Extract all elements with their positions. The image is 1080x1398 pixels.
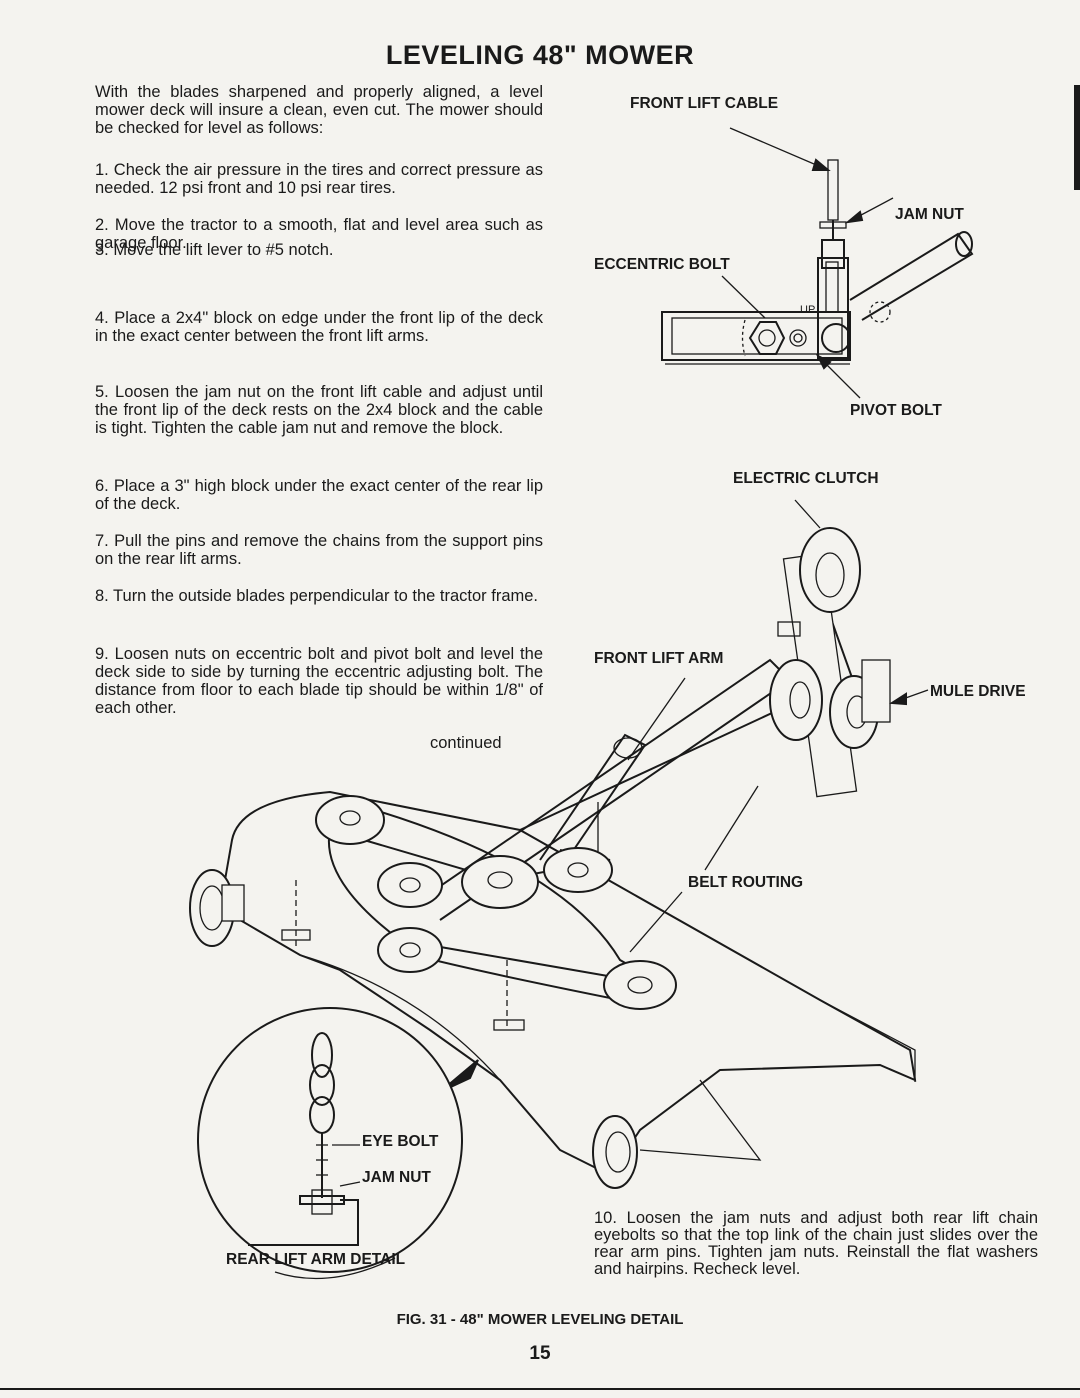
rear-lift-arm-detail-drawing — [197, 1007, 463, 1280]
step-8: 8. Turn the outside blades perpendicular… — [95, 587, 539, 605]
label-front-lift-arm: FRONT LIFT ARM — [594, 650, 724, 667]
step-3: 3. Move the lift lever to #5 notch. — [95, 241, 334, 259]
step-9: 9. Loosen nuts on eccentric bolt and piv… — [95, 645, 543, 717]
label-rear-lift-arm-detail: REAR LIFT ARM DETAIL — [226, 1251, 406, 1268]
step-2: 2. Move the tractor to a smooth, flat an… — [95, 216, 543, 252]
label-eccentric-bolt: ECCENTRIC BOLT — [594, 256, 730, 273]
page-title: LEVELING 48" MOWER — [385, 40, 695, 70]
label-front-lift-cable: FRONT LIFT CABLE — [630, 95, 779, 112]
front-lift-cable-detail — [661, 127, 974, 399]
continued-note: continued — [430, 734, 502, 752]
label-pivot-bolt: PIVOT BOLT — [850, 402, 942, 419]
page-edge-mark — [1074, 85, 1080, 190]
label-eye-bolt: EYE BOLT — [362, 1133, 439, 1150]
figure-caption: FIG. 31 - 48" MOWER LEVELING DETAIL — [396, 1311, 684, 1328]
step-6: 6. Place a 3" high block under the exact… — [95, 477, 543, 513]
step-5: 5. Loosen the jam nut on the front lift … — [95, 383, 543, 437]
label-jam-nut-top: JAM NUT — [895, 206, 964, 223]
step-7: 7. Pull the pins and remove the chains f… — [95, 532, 543, 568]
page-number: 15 — [529, 1343, 551, 1364]
up-mark: UP — [800, 304, 815, 316]
label-mule-drive: MULE DRIVE — [930, 683, 1026, 700]
step-10: 10. Loosen the jam nuts and adjust both … — [594, 1209, 1038, 1278]
step-1: 1. Check the air pressure in the tires a… — [95, 161, 543, 197]
bottom-rule — [0, 1388, 1080, 1390]
intro-paragraph: With the blades sharpened and properly a… — [95, 83, 543, 137]
label-jam-nut-detail: JAM NUT — [362, 1169, 431, 1186]
step-4: 4. Place a 2x4" block on edge under the … — [95, 309, 543, 345]
label-belt-routing: BELT ROUTING — [688, 874, 804, 891]
mower-deck-drawing — [189, 499, 929, 1189]
label-electric-clutch: ELECTRIC CLUTCH — [733, 470, 879, 487]
